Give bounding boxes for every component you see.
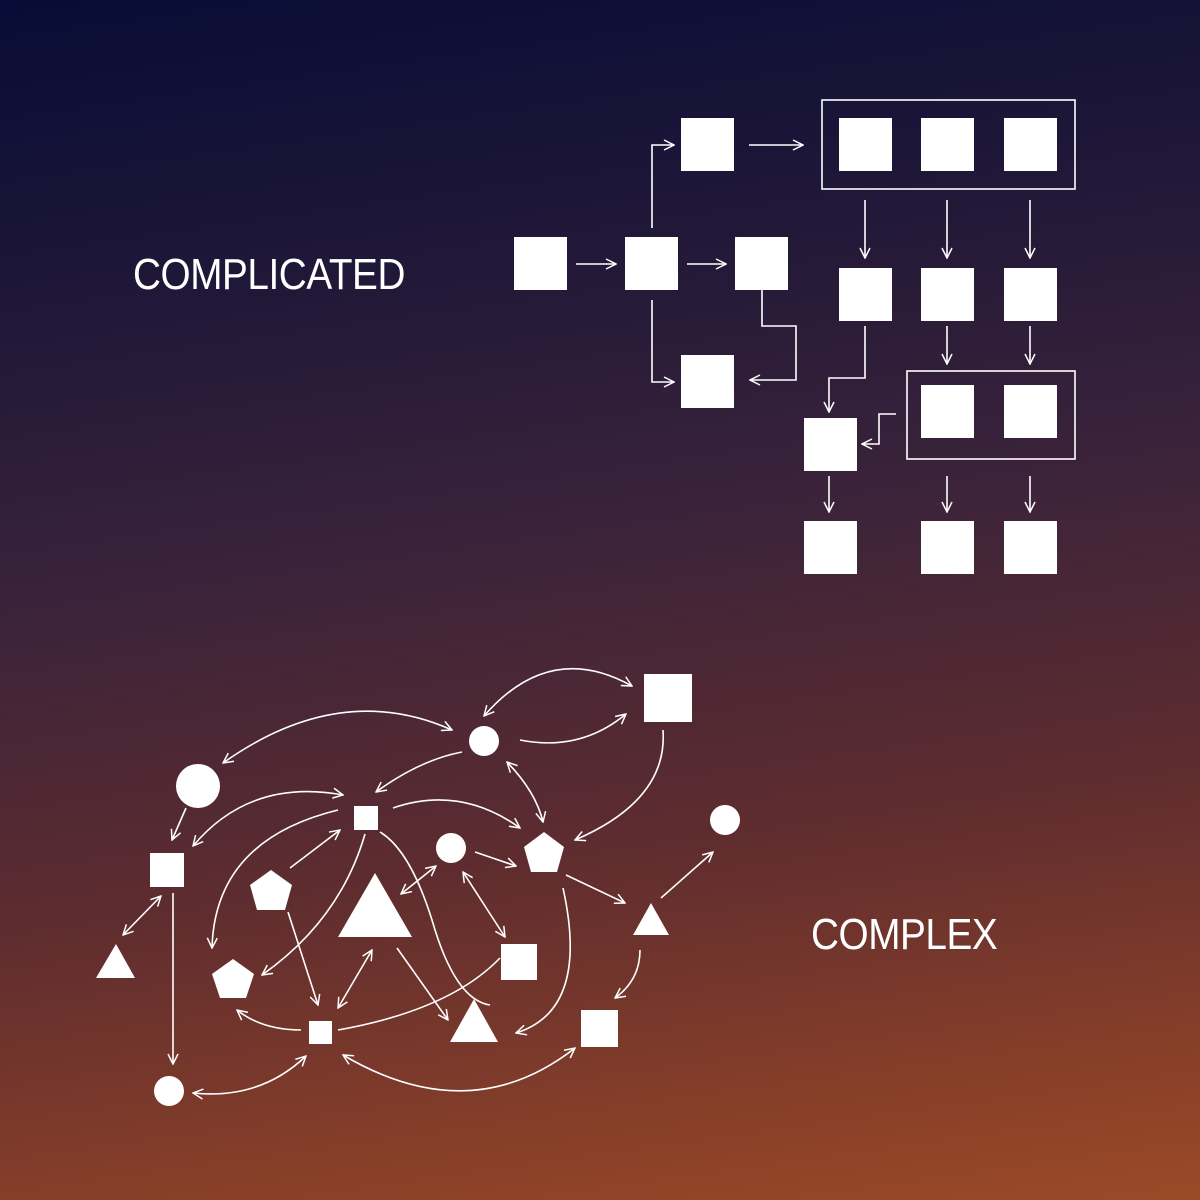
square-node <box>501 944 537 980</box>
connector <box>507 762 543 822</box>
square-node <box>354 806 378 830</box>
square-node <box>921 521 974 574</box>
complex-nodes <box>96 674 740 1106</box>
square-node <box>735 237 788 290</box>
circle-node <box>710 805 740 835</box>
complicated-diagram <box>514 99 1076 574</box>
square-node <box>1004 521 1057 574</box>
triangle-node <box>450 999 498 1042</box>
connector <box>338 950 372 1008</box>
square-node <box>804 521 857 574</box>
connector <box>289 830 340 869</box>
complicated-nodes <box>514 118 1057 574</box>
connector <box>401 866 436 894</box>
connector <box>463 872 505 937</box>
square-node <box>839 268 892 321</box>
connector <box>660 852 713 899</box>
complex-connectors <box>123 667 713 1094</box>
connector <box>651 300 674 382</box>
connector <box>615 949 641 998</box>
connector <box>565 874 625 903</box>
pentagon-node <box>212 959 254 998</box>
connector <box>262 833 366 975</box>
square-node <box>625 237 678 290</box>
square-node <box>514 237 567 290</box>
group-frame-top <box>821 99 1076 190</box>
connector <box>484 667 632 716</box>
connector <box>516 887 571 1033</box>
connector <box>343 1048 575 1092</box>
square-node <box>839 118 892 171</box>
triangle-node <box>96 944 135 978</box>
triangle-node <box>633 903 669 935</box>
square-node <box>150 853 184 887</box>
connector <box>392 799 520 828</box>
square-node <box>681 355 734 408</box>
square-node <box>921 268 974 321</box>
connector <box>376 751 463 792</box>
square-node <box>581 1010 618 1047</box>
triangle-node <box>338 873 412 937</box>
pentagon-node <box>250 870 292 910</box>
complex-diagram <box>96 667 740 1106</box>
square-node <box>644 674 692 722</box>
square-node <box>309 1021 332 1044</box>
square-node <box>1004 118 1057 171</box>
connector <box>123 896 161 935</box>
connector <box>193 792 343 846</box>
complicated-connectors <box>576 145 1030 512</box>
connector <box>237 1010 302 1031</box>
connector <box>379 831 491 1006</box>
square-node <box>681 118 734 171</box>
connector <box>474 851 516 866</box>
group-frame-middle <box>906 370 1076 460</box>
connector <box>750 290 797 380</box>
connector <box>396 947 448 1020</box>
circle-node <box>176 764 220 808</box>
connector <box>575 729 664 840</box>
circle-node <box>469 726 499 756</box>
connector <box>829 326 866 412</box>
square-node <box>804 418 857 471</box>
complicated-label: COMPLICATED <box>133 250 405 299</box>
connector <box>287 911 318 1005</box>
circle-node <box>436 833 466 863</box>
circle-node <box>154 1076 184 1106</box>
connector <box>212 809 339 948</box>
square-node <box>921 385 974 438</box>
connector <box>862 413 896 444</box>
complex-label: COMPLEX <box>811 910 998 959</box>
square-node <box>1004 268 1057 321</box>
connector <box>651 145 674 228</box>
square-node <box>921 118 974 171</box>
square-node <box>1004 385 1057 438</box>
connector <box>519 714 626 744</box>
pentagon-node <box>524 832 564 872</box>
connector <box>172 807 187 840</box>
connector <box>223 710 452 763</box>
connector <box>193 1056 306 1094</box>
